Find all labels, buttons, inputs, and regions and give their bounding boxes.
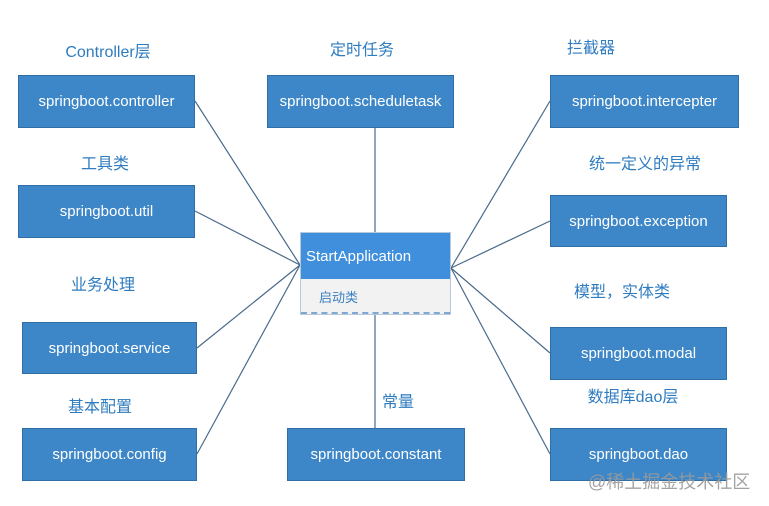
box-constant: springboot.constant [287, 428, 465, 481]
label-controller: Controller层 [65, 44, 151, 61]
start-application-class: StartApplication 启动类 [300, 232, 451, 315]
box-controller: springboot.controller [18, 75, 195, 128]
watermark: @稀土掘金技术社区 [588, 472, 751, 492]
line-service [196, 264, 301, 349]
label-constant: 常量 [381, 394, 415, 411]
line-util [194, 210, 301, 266]
line-controller [194, 100, 301, 266]
label-modal: 模型，实体类 [573, 284, 671, 301]
box-service: springboot.service [22, 322, 197, 374]
box-util: springboot.util [18, 185, 195, 238]
label-service: 业务处理 [70, 277, 136, 294]
box-intercepter: springboot.intercepter [550, 75, 739, 128]
line-modal [450, 267, 551, 354]
box-exception: springboot.exception [550, 195, 727, 247]
label-intercepter: 拦截器 [566, 40, 616, 57]
start-application-title: StartApplication [301, 233, 450, 279]
label-dao: 数据库dao层 [587, 389, 679, 406]
label-util: 工具类 [80, 156, 130, 173]
label-scheduletask: 定时任务 [329, 42, 395, 59]
line-exception [450, 220, 551, 269]
start-application-subtitle: 启动类 [301, 279, 450, 314]
box-modal: springboot.modal [550, 327, 727, 380]
line-dao [450, 267, 551, 455]
label-config: 基本配置 [67, 399, 133, 416]
box-config: springboot.config [22, 428, 197, 481]
box-scheduletask: springboot.scheduletask [267, 75, 454, 128]
line-intercepter [450, 100, 551, 269]
label-exception: 统一定义的异常 [588, 156, 702, 173]
box-dao: springboot.dao [550, 428, 727, 481]
line-config [196, 264, 301, 455]
